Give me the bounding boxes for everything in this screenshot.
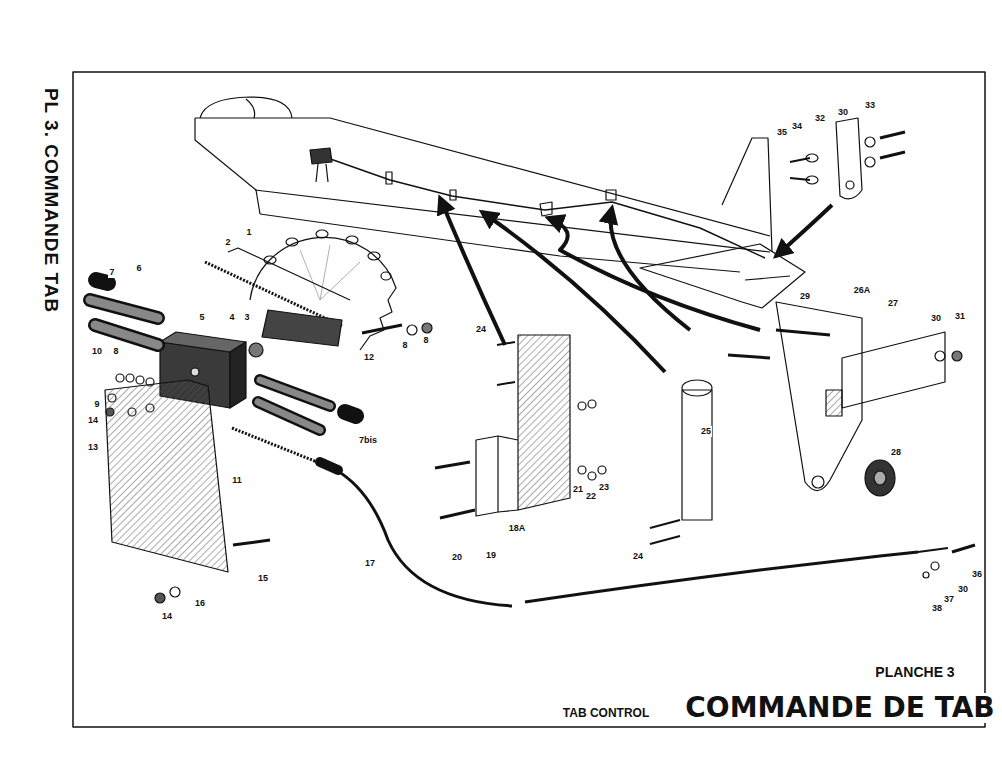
callout-number: 10 xyxy=(91,346,103,357)
callout-number: 5 xyxy=(198,312,205,323)
callout-number: 30 xyxy=(837,107,849,118)
nut xyxy=(249,343,263,357)
callout-number: 14 xyxy=(87,415,99,426)
callout-number: 6 xyxy=(135,263,142,274)
callout-number: 34 xyxy=(791,121,803,132)
bolts xyxy=(233,132,975,552)
bracket-plates xyxy=(776,302,945,491)
tab-horn xyxy=(806,118,862,199)
callout-number: 26A xyxy=(853,285,872,296)
frame xyxy=(73,72,985,727)
callout-number: 23 xyxy=(598,482,610,493)
callout-number: 2 xyxy=(224,237,231,248)
callout-number: 17 xyxy=(364,558,376,569)
callout-number: 22 xyxy=(585,491,597,502)
callout-number: 8 xyxy=(112,346,119,357)
callout-number: 8 xyxy=(401,340,408,351)
callout-number: 33 xyxy=(864,100,876,111)
cable-sheath xyxy=(525,552,918,602)
callout-number: 12 xyxy=(363,352,375,363)
callout-number: 27 xyxy=(887,298,899,309)
callout-number: 30 xyxy=(957,584,969,595)
callout-number: 16 xyxy=(194,598,206,609)
callout-number: 36 xyxy=(971,569,983,580)
callout-number: 4 xyxy=(228,312,235,323)
callout-number: 25 xyxy=(700,426,712,437)
callout-number: 18A xyxy=(508,523,527,534)
callout-number: 15 xyxy=(257,573,269,584)
plate xyxy=(262,310,342,346)
lever xyxy=(682,380,712,520)
mounting-plate xyxy=(105,380,228,572)
callout-number: 3 xyxy=(243,312,250,323)
pulley xyxy=(865,460,895,496)
callout-number: 7bis xyxy=(358,435,378,446)
callout-number: 11 xyxy=(231,475,243,486)
plate-title: COMMANDE DE TAB xyxy=(683,693,996,723)
callout-number: 37 xyxy=(943,594,955,605)
callout-number: 24 xyxy=(632,551,644,562)
plate-number: PLANCHE 3 xyxy=(873,664,956,680)
english-title: TAB CONTROL xyxy=(561,706,651,720)
callout-number: 31 xyxy=(954,311,966,322)
callout-number: 35 xyxy=(776,127,788,138)
callout-number: 38 xyxy=(931,603,943,614)
callout-number: 7 xyxy=(108,267,115,278)
rod xyxy=(228,248,350,300)
callout-number: 8 xyxy=(422,335,429,346)
ferrule xyxy=(320,462,338,470)
cable-end xyxy=(918,548,948,552)
airplane-outline xyxy=(195,97,805,308)
callout-number: 28 xyxy=(890,447,902,458)
assembly-arrows xyxy=(440,198,832,372)
bracket xyxy=(476,335,570,516)
washers xyxy=(106,137,962,603)
callout-number: 30 xyxy=(930,313,942,324)
pulley-hub xyxy=(874,471,886,485)
callout-number: 20 xyxy=(451,552,463,563)
callout-number: 9 xyxy=(93,399,100,410)
plate-code: PL 3. COMMANDE TAB xyxy=(42,85,63,314)
callout-number: 32 xyxy=(814,113,826,124)
callout-number: 29 xyxy=(799,291,811,302)
callout-number: 13 xyxy=(87,442,99,453)
cable-sheath xyxy=(336,470,512,606)
callout-number: 14 xyxy=(161,611,173,622)
threaded-rod xyxy=(232,428,322,464)
callout-number: 19 xyxy=(485,550,497,561)
callout-number: 21 xyxy=(572,484,584,495)
callout-number: 1 xyxy=(245,227,252,238)
callout-number: 24 xyxy=(475,324,487,335)
